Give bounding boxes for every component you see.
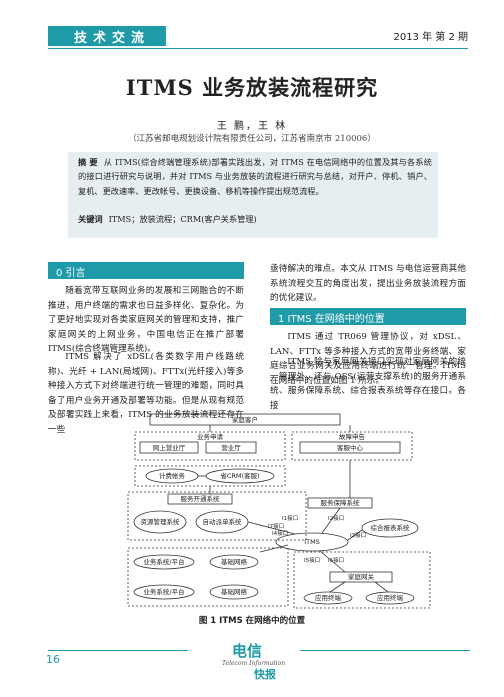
diag-provision-group xyxy=(127,491,307,541)
diag-label-i7: I7接口 xyxy=(268,522,284,530)
diag-app-terminal-2-ellipse xyxy=(365,591,415,605)
footer-rule-right xyxy=(300,650,470,651)
diag-biz-platform-1-ellipse xyxy=(133,554,195,570)
diag-label-app-terminal-2: 应用终端 xyxy=(377,593,404,602)
diag-platform-group xyxy=(127,547,289,607)
diag-customer-center-box xyxy=(299,441,401,454)
diag-biz-hall-box xyxy=(205,441,257,454)
keywords-label: 关键词 xyxy=(78,214,103,224)
section-1-bar xyxy=(270,308,466,325)
diag-label-home-gateway: 家庭网关 xyxy=(348,572,375,581)
footer-rule-left xyxy=(48,650,188,651)
article-title: ITMS 业务放装流程研究 xyxy=(125,75,379,100)
abstract-box xyxy=(68,152,438,238)
diag-fault-group xyxy=(291,431,413,461)
section-1-title: 1 ITMS 在网络中的位置 xyxy=(278,314,385,325)
diag-label-base-net-1: 基础网络 xyxy=(221,557,248,566)
diag-label-auto-dispatch: 自动派单系统 xyxy=(203,517,243,526)
diag-online-hall-box xyxy=(139,441,199,454)
diag-report-ellipse xyxy=(361,518,419,538)
diag-label-provision: 服务开通系统 xyxy=(181,494,221,503)
diag-base-net-2-ellipse xyxy=(209,584,259,600)
diag-label-billing: 计费帐务 xyxy=(159,471,186,480)
header-section-title: 技术交流 xyxy=(74,31,151,46)
diag-itms-ellipse xyxy=(275,532,349,552)
diag-label-i3: I3接口 xyxy=(350,531,366,539)
article-authors: 王 鹏，王 林 xyxy=(216,121,288,132)
diag-label-biz-accept: 业务申请 xyxy=(197,432,224,441)
diag-base-net-1-ellipse xyxy=(209,554,259,570)
diag-label-report: 综合报表系统 xyxy=(371,523,411,532)
diag-label-i2: I2接口 xyxy=(328,514,344,522)
logo-latin: Telecom Information xyxy=(222,660,286,667)
diag-label-resource: 资源管理系统 xyxy=(141,517,181,526)
diag-label-biz-platform-2: 业务系统/平台 xyxy=(143,587,184,596)
section-0-para-2: ITMS 解决了 xDSL(各类数字用户线路统称)、光纤 + LAN(局域网)、… xyxy=(48,352,244,435)
section-0-para-1: 随着宽带互联网业务的发展和三网融合的不断推进，用户终端的需求也日益多样化、复杂化… xyxy=(48,286,244,355)
header-section-bar xyxy=(48,26,166,46)
diag-app-terminal-1-ellipse xyxy=(303,591,353,605)
section-1-para-2: ITMS 除与家庭网关接口实现对家庭网关的统一管理外，还与 OSS(运营支撑系统… xyxy=(270,357,466,411)
diag-biz-accept-group xyxy=(134,431,286,461)
keywords-text: ITMS；放装流程；CRM(客户关系管理) xyxy=(108,214,257,224)
abstract-text: 从 ITMS(综合终端管理系统)部署实践出发，对 ITMS 在电信网络中的位置及… xyxy=(78,157,432,196)
figure-caption: 图 1 ITMS 在网络中的位置 xyxy=(198,616,306,626)
diag-label-base-net-2: 基础网络 xyxy=(221,587,248,596)
journal-logo: 电信 Telecom Information 快报 xyxy=(218,640,298,692)
itms-network-diagram: 家庭客户 业务申请 故障申告 网上营业厅 营业厅 客服中心 计费帐务 省CRM(… xyxy=(127,413,431,609)
header-rule xyxy=(48,48,468,49)
abstract-label: 摘 要 xyxy=(78,157,98,167)
diag-label-online-hall: 网上营业厅 xyxy=(153,443,186,452)
article-affiliation: （江苏省邮电规划设计院有限责任公司，江苏省南京市 210006） xyxy=(128,134,376,144)
diag-label-i6: I6接口 xyxy=(328,556,344,564)
diag-label-biz-hall: 营业厅 xyxy=(221,443,241,452)
page-number: 16 xyxy=(46,653,60,666)
diag-label-customer-center: 客服中心 xyxy=(337,443,364,452)
diag-home-group xyxy=(293,551,431,609)
diag-label-app-terminal-1: 应用终端 xyxy=(315,593,342,602)
section-1-para-1: ITMS 通过 TR069 管理协议，对 xDSL、LAN、FTTx 等多种接入… xyxy=(270,332,466,386)
diag-home-gateway-box xyxy=(329,571,393,583)
logo-main: 电信 xyxy=(232,642,263,660)
diag-label-i5: I5接口 xyxy=(304,556,320,564)
diag-biz-platform-2-ellipse xyxy=(133,584,195,600)
diag-crm-group xyxy=(134,465,286,487)
diag-label-biz-platform-1: 业务系统/平台 xyxy=(143,557,184,566)
logo-sub: 快报 xyxy=(254,668,276,681)
diag-home-customer-box xyxy=(149,413,341,426)
keywords: 关键词 ITMS；放装流程；CRM(客户关系管理) xyxy=(78,212,432,226)
section-0-title: 0 引言 xyxy=(56,268,86,279)
diag-provision-box xyxy=(167,493,233,505)
diag-label-i1: I1接口 xyxy=(282,514,298,522)
diag-resource-ellipse xyxy=(133,510,187,534)
diag-label-assurance: 服务保障系统 xyxy=(321,498,361,507)
diag-label-i4: I4接口 xyxy=(272,529,288,537)
diag-label-crm: 省CRM(客服) xyxy=(220,471,259,480)
diag-label-top: 家庭客户 xyxy=(232,415,258,424)
diag-label-itms: ITMS xyxy=(304,538,320,546)
header-issue: 2013 年 第 2 期 xyxy=(393,32,468,43)
diag-label-fault-report: 故障申告 xyxy=(339,432,366,441)
section-0-bar xyxy=(48,262,244,279)
abstract: 摘 要从 ITMS(综合终端管理系统)部署实践出发，对 ITMS 在电信网络中的… xyxy=(78,155,432,198)
right-intro-para: 亟待解决的难点。本文从 ITMS 与电信运营商其他系统流程交互的角度出发，提出业… xyxy=(270,264,466,304)
